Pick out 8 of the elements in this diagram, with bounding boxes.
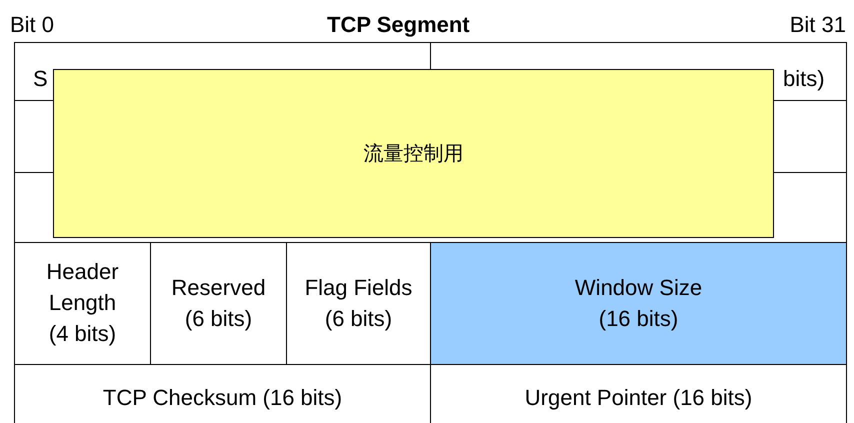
note-box	[53, 69, 774, 238]
note-text: 流量控制用	[364, 140, 464, 167]
table-cell: Window Size (16 bits)	[430, 242, 847, 365]
table-cell-text: S	[33, 66, 48, 92]
bit-label: Bit 31	[790, 12, 846, 38]
table-cell-text: bits)	[783, 66, 825, 92]
bit-label: Bit 0	[10, 12, 54, 38]
diagram-title: TCP Segment	[327, 12, 470, 38]
